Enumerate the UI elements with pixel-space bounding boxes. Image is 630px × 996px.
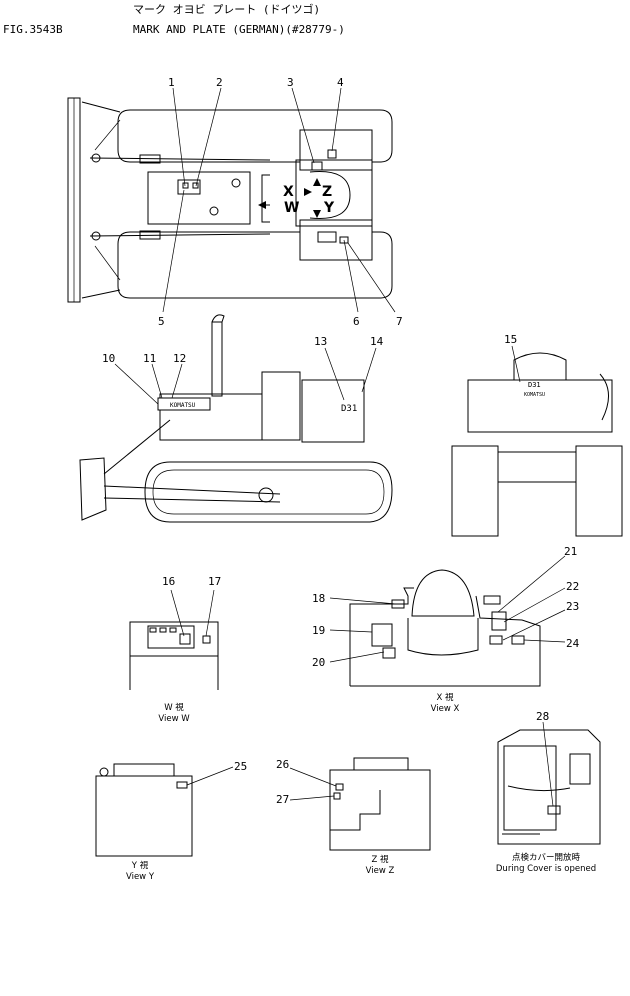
view-y-outline [95,775,193,857]
view-w-caption-jp: W 視 [164,702,184,713]
title-english: MARK AND PLATE (GERMAN)(#28779-) [133,23,345,36]
side-fuel-tank [301,379,365,443]
callout-27: 27 [276,793,289,806]
callout-15: 15 [504,333,517,346]
callout-5: 5 [158,315,165,328]
callout-21: 21 [564,545,577,558]
view-x-caption: View X [431,704,460,714]
callout-10: 10 [102,352,115,365]
callout-11: 11 [143,352,156,365]
callout-20: 20 [312,656,325,669]
callout-14: 14 [370,335,384,348]
title-japanese: マーク オヨビ プレート (ドイツゴ) [133,2,320,16]
callout-28: 28 [536,710,549,723]
callout-7: 7 [396,315,403,328]
callout-3: 3 [287,76,294,89]
view-z-drawing [289,757,431,851]
view-x-seat [411,569,475,617]
rear-track-right [575,445,623,537]
callout-26: 26 [276,758,289,771]
callout-17: 17 [208,575,221,588]
view-x-drawing [329,555,566,687]
side-brand-mark: KOMATSU [170,402,196,409]
view-z-caption-jp: Z 視 [371,854,389,865]
callout-23: 23 [566,600,579,613]
rear-body [467,379,613,433]
side-view-drawing: KOMATSU D31 [79,314,393,523]
side-track [144,461,393,523]
view-arrow-z-label: Z [322,184,332,200]
track-upper [117,109,393,163]
callout-18: 18 [312,592,325,605]
view-captions: W 視 View W X 視 View X Y 視 View Y Z 視 Vie… [126,692,596,882]
view-arrow-x-label: X [283,184,294,200]
view-arrow-y-label: Y [323,200,335,216]
callout-16: 16 [162,575,175,588]
rear-brand-mark: KOMATSU [524,392,545,398]
rear-model-mark: D31 [528,381,541,389]
callout-2: 2 [216,76,223,89]
callout-4: 4 [337,76,344,89]
callout-25: 25 [234,760,247,773]
rear-view-drawing: D31 KOMATSU [451,345,623,537]
view-y-caption: View Y [126,872,155,882]
view-y-drawing [95,763,234,857]
view-x-outline [349,587,414,686]
view-y-caption-jp: Y 視 [131,860,149,871]
view-z-caption: View Z [366,866,395,876]
view-x-caption-jp: X 視 [436,692,454,703]
callout-12: 12 [173,352,186,365]
cover-caption: During Cover is opened [496,864,596,874]
cover-opened-drawing [497,721,601,845]
view-w-caption: View W [158,714,190,724]
callout-22: 22 [566,580,579,593]
callout-13: 13 [314,335,327,348]
view-w-drawing [129,589,219,690]
cover-caption-jp: 点検カバー開放時 [512,852,581,863]
header: FIG.3543B マーク オヨビ プレート (ドイツゴ) MARK AND P… [3,2,345,36]
figure-number: FIG.3543B [3,23,63,36]
callout-19: 19 [312,624,325,637]
callout-24: 24 [566,637,580,650]
side-blade [79,457,107,521]
side-model-mark: D31 [341,404,357,414]
callout-numbers: 1 2 3 4 5 6 7 10 11 12 13 14 15 16 17 18… [102,76,580,806]
rear-track-left [451,445,499,537]
view-arrow-w-label: W [284,200,299,216]
callout-1: 1 [168,76,175,89]
top-view-drawing: X W Z Y [67,87,396,313]
callout-6: 6 [353,315,360,328]
track-lower [117,231,393,299]
cover-opened-outline [497,729,601,845]
